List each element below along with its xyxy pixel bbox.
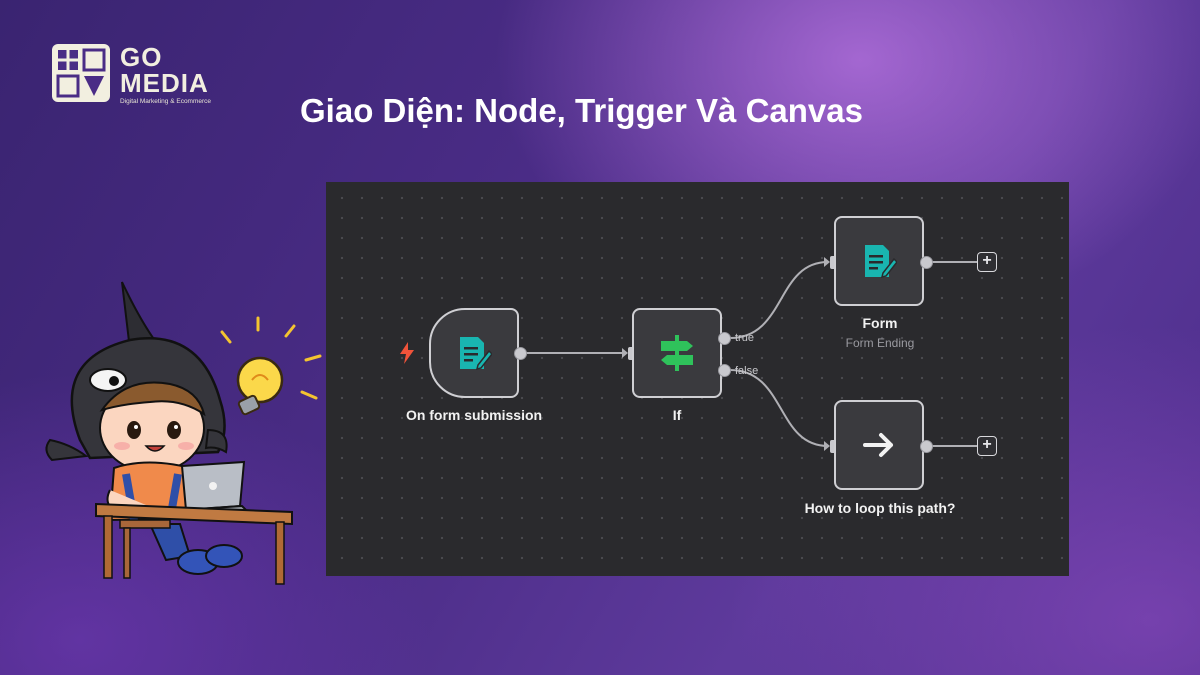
node-on-form-submission[interactable] [429,308,519,398]
trigger-output-port[interactable] [514,347,527,360]
node-how-to-loop[interactable] [834,400,924,490]
brand-tagline: Digital Marketing & Ecommerce [120,98,212,105]
mascot-illustration [45,281,322,585]
if-false-output-port[interactable] [718,364,731,377]
form-document-icon [865,245,897,279]
loop-input-port[interactable] [830,440,836,453]
node-sublabel-form: Form Ending [845,336,915,350]
brand-name-line2: MEDIA [120,68,209,98]
node-label-form: Form [862,315,898,331]
node-label-loop: How to loop this path? [804,500,956,516]
go-media-logo-icon [52,44,110,102]
node-if[interactable] [632,308,722,398]
form-input-port[interactable] [830,256,836,269]
node-label-trigger: On form submission [405,407,543,423]
form-document-icon [460,337,492,371]
arrow-right-icon [863,433,893,457]
node-label-if: If [672,407,682,423]
branch-label-false: false [735,365,759,377]
if-input-port[interactable] [628,347,634,360]
page-title: Giao Diện: Node, Trigger Và Canvas [300,92,863,129]
node-form[interactable] [834,216,924,306]
connection-if-true-to-form [729,261,829,339]
workflow-canvas[interactable]: On form submission true false If + Form … [326,182,1069,576]
form-output-port[interactable] [920,256,933,269]
workflow-connections [526,257,977,451]
signpost-icon [661,335,693,371]
lightning-bolt-icon [400,342,414,364]
loop-output-port[interactable] [920,440,933,453]
lightbulb-icon [220,316,322,416]
brand-name-line1: GO [120,42,163,72]
brand-logo: GO MEDIA Digital Marketing & Ecommerce [50,42,230,106]
connection-if-false-to-loop [729,369,829,447]
if-true-output-port[interactable] [718,332,731,345]
branch-label-true: true [735,332,754,344]
add-node-after-loop-button[interactable]: + [977,436,997,456]
add-node-after-form-button[interactable]: + [977,252,997,272]
